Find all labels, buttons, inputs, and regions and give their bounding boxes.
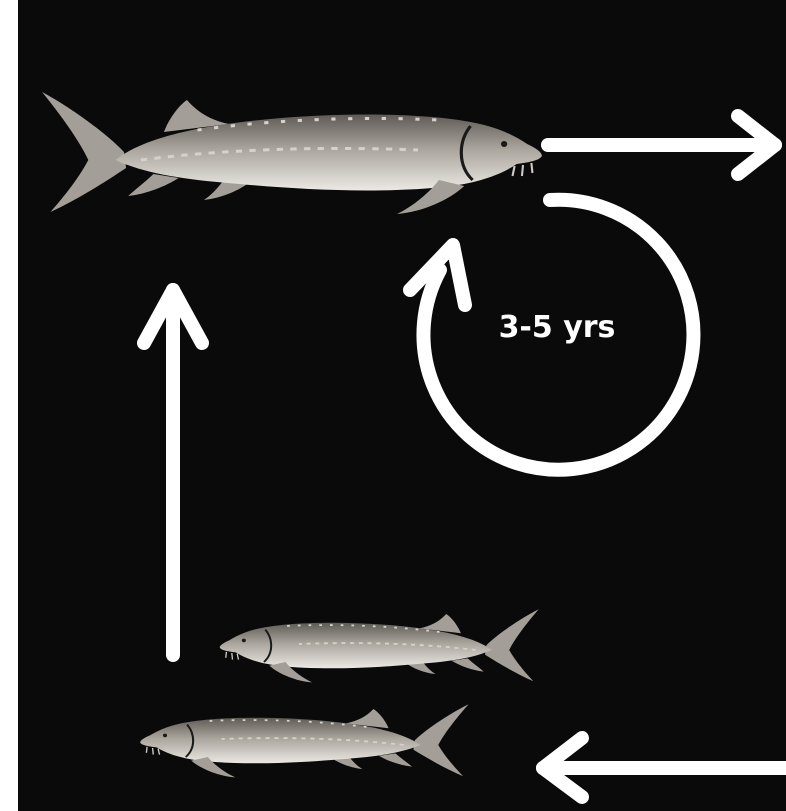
- cycle-duration-label: 3-5 yrs: [499, 310, 616, 345]
- left-margin: [0, 0, 18, 811]
